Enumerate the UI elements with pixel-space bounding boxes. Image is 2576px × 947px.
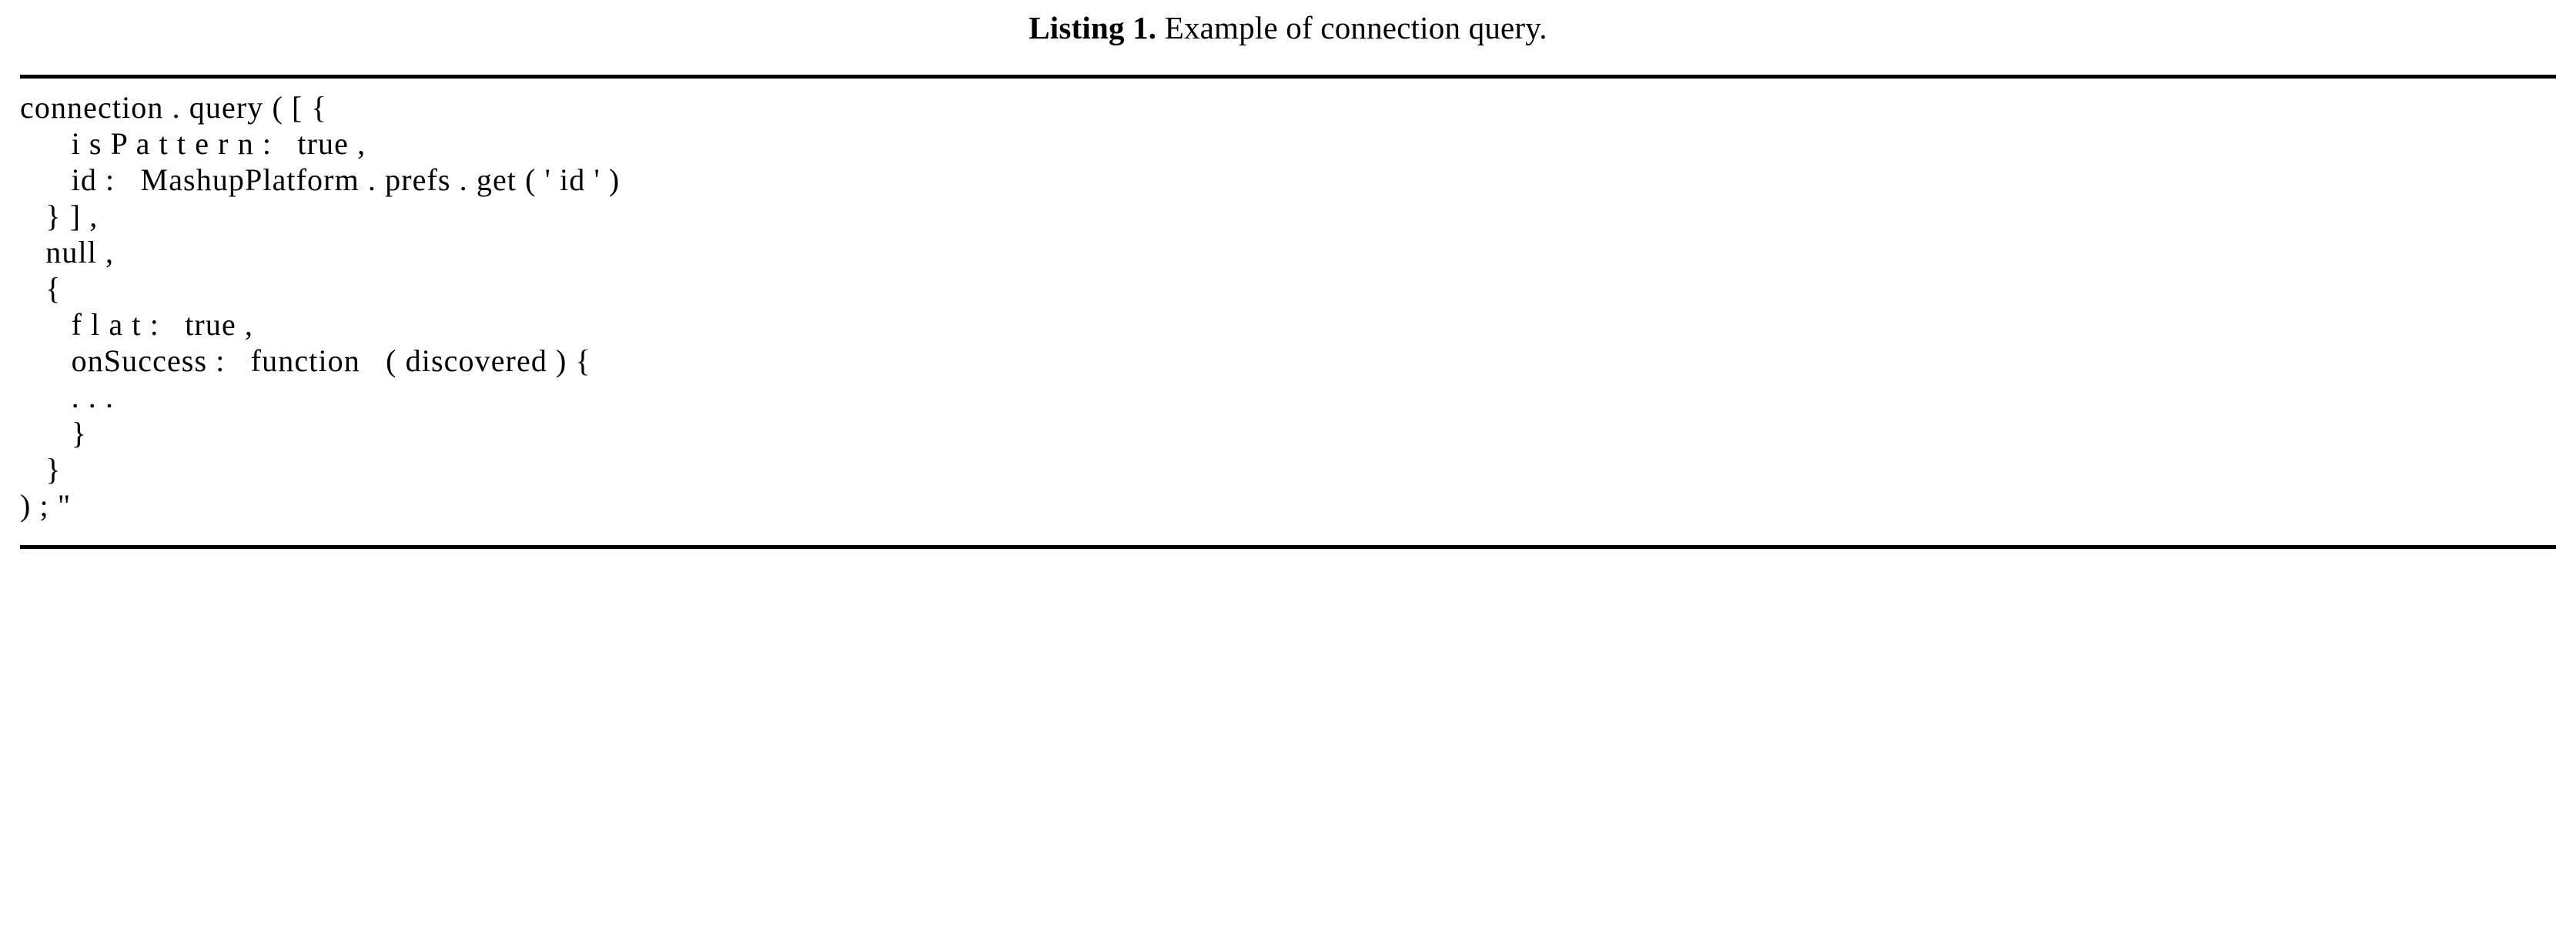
- code-line: }: [20, 452, 62, 487]
- listing-caption-label: Listing 1.: [1029, 10, 1157, 45]
- listing-caption-text: Example of connection query.: [1164, 10, 1547, 45]
- listing-bottom-rule: [20, 545, 2556, 549]
- code-line: id : MashupPlatform . prefs . get ( ' id…: [20, 162, 621, 197]
- code-line: {: [20, 271, 62, 306]
- code-line: ) ; ": [20, 488, 72, 523]
- code-line: null ,: [20, 235, 115, 269]
- code-line: }: [20, 416, 87, 450]
- code-line: . . .: [20, 380, 115, 414]
- listing-top-rule: [20, 75, 2556, 79]
- code-block: connection . query ( [ { i s P a t t e r…: [20, 79, 2556, 527]
- code-line: onSuccess : function ( discovered ) {: [20, 343, 591, 378]
- code-line: connection . query ( [ {: [20, 90, 327, 125]
- listing-caption: Listing 1. Example of connection query.: [20, 0, 2556, 44]
- code-line: } ] ,: [20, 199, 99, 233]
- code-line: f l a t : true ,: [20, 307, 254, 342]
- code-line: i s P a t t e r n : true ,: [20, 126, 366, 161]
